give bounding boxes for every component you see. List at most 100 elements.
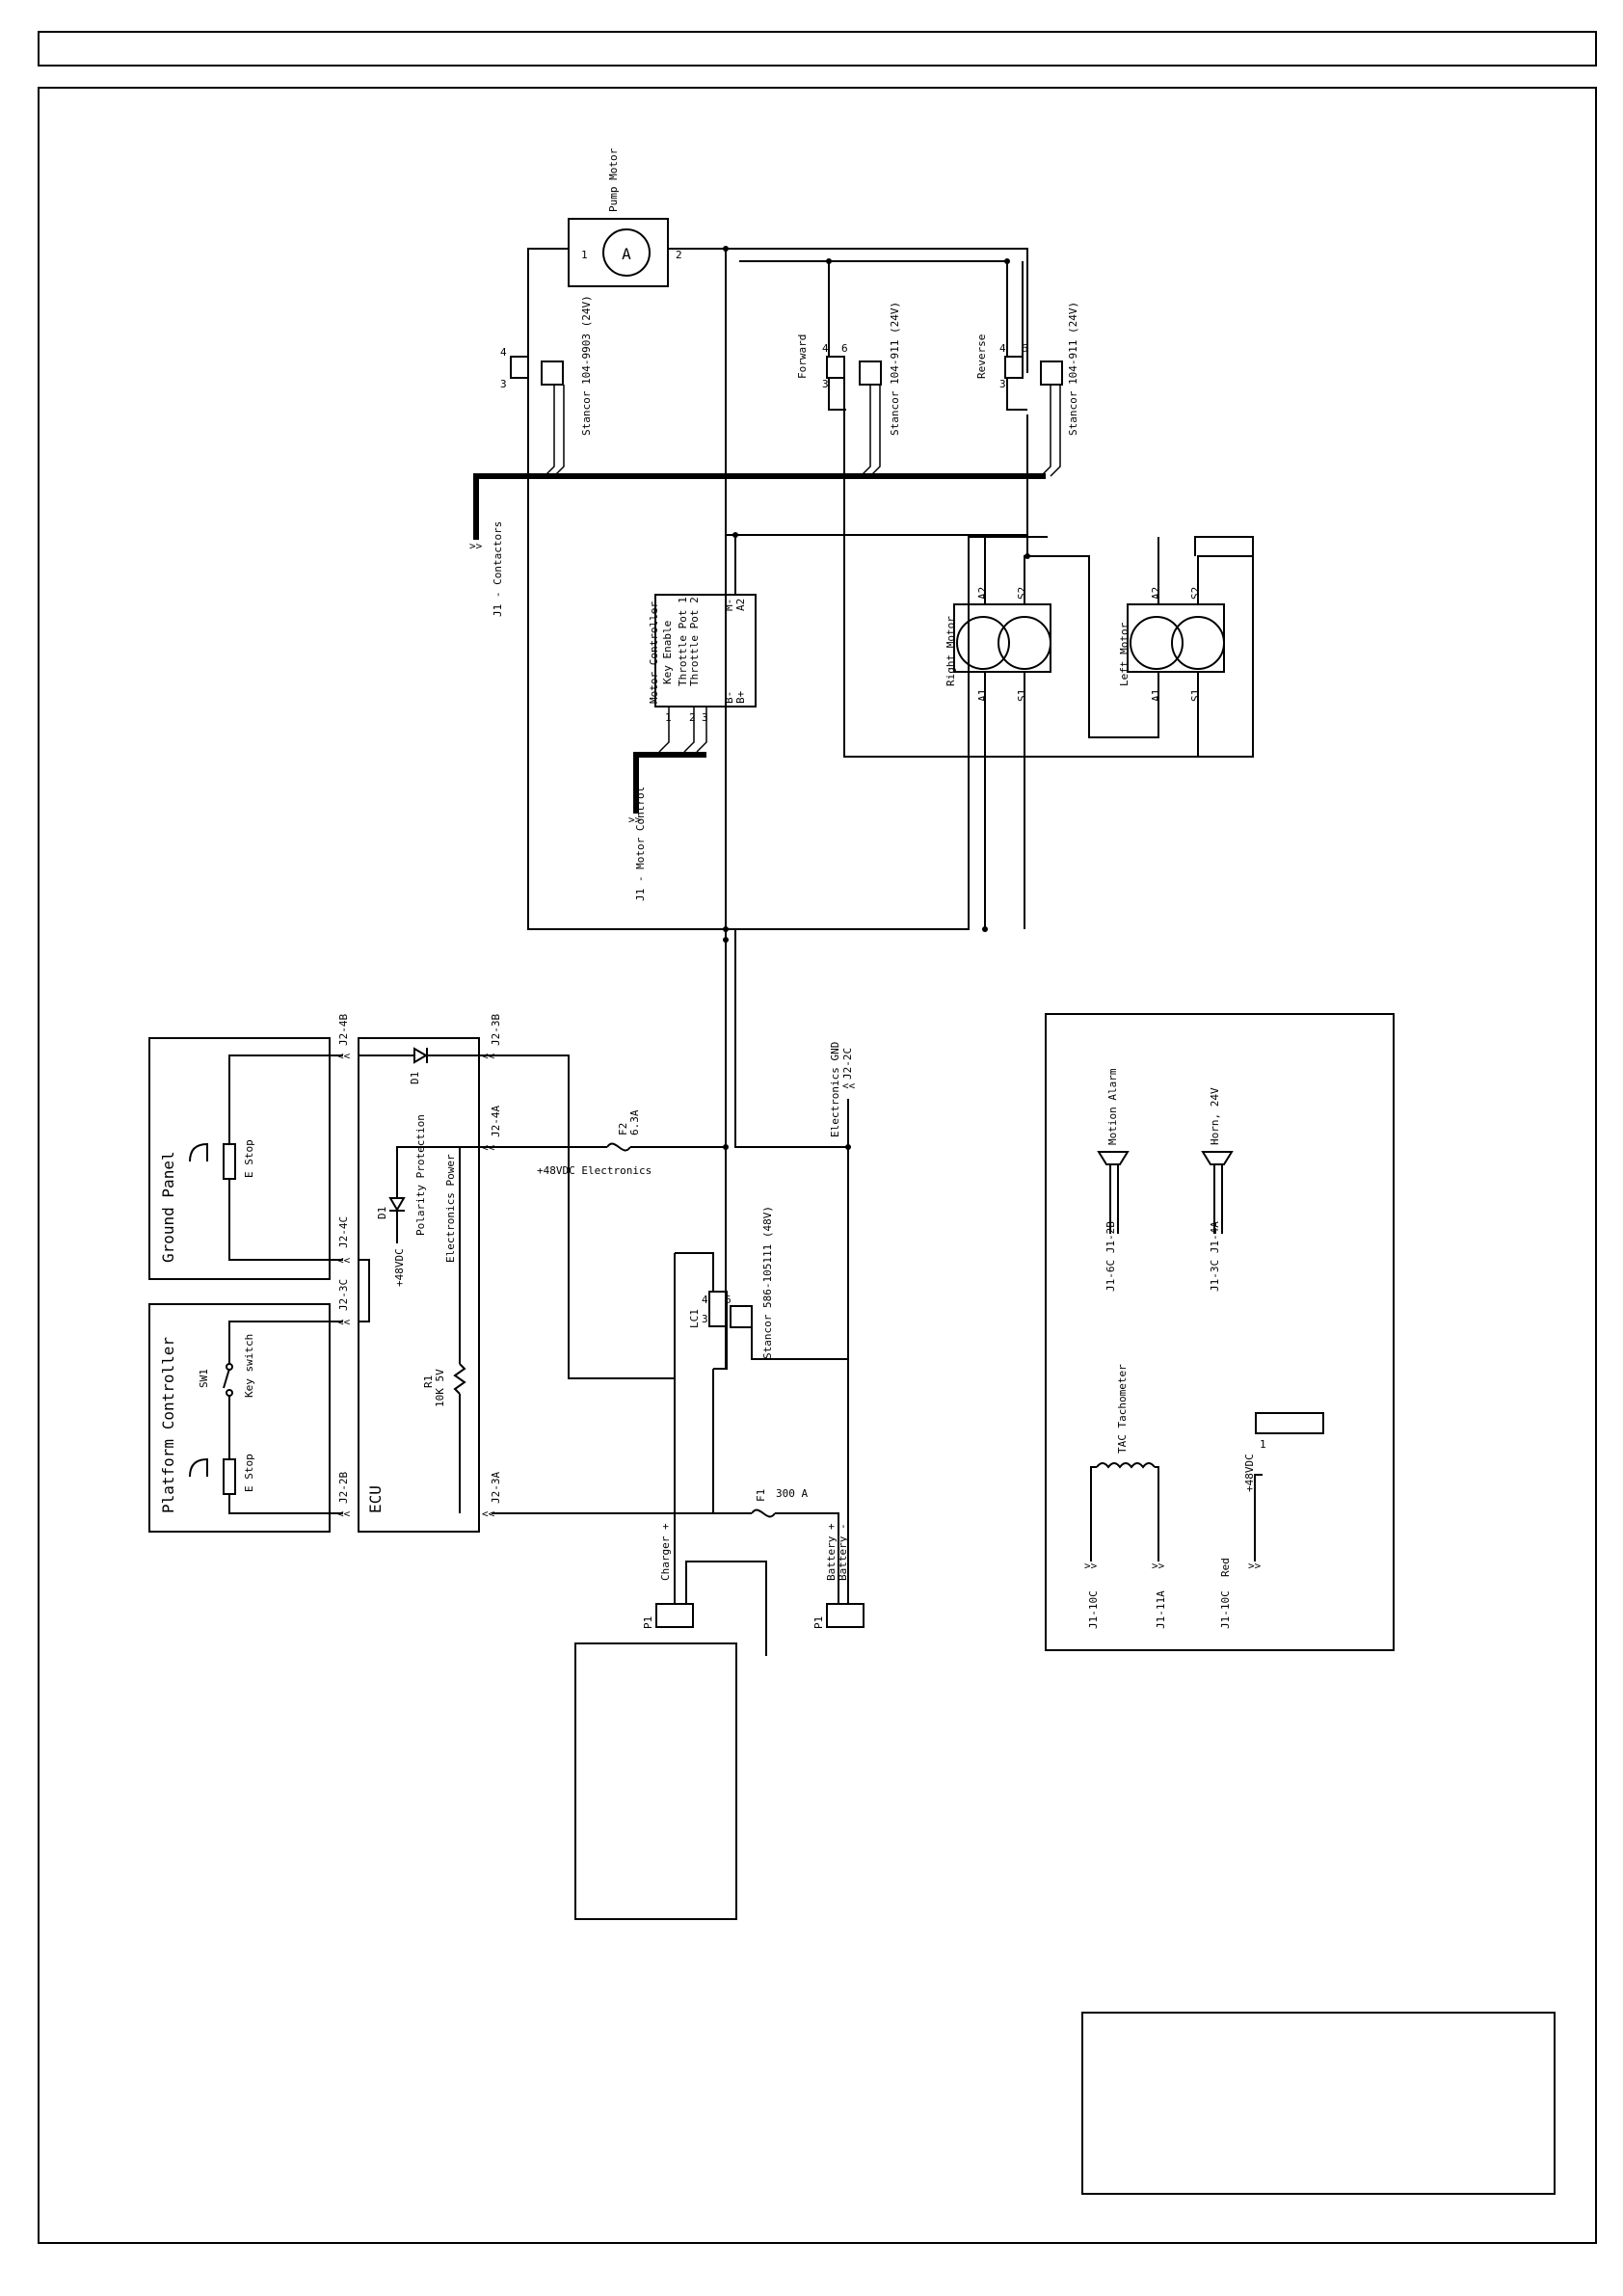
svg-text:3: 3 <box>500 378 507 390</box>
svg-text:Battery +: Battery + <box>825 1523 838 1581</box>
svg-text:>>: >> <box>1152 1560 1165 1572</box>
svg-text:>>: >> <box>1084 1560 1098 1572</box>
svg-text:1: 1 <box>581 249 588 261</box>
svg-text:6: 6 <box>725 1294 732 1306</box>
svg-text:4: 4 <box>500 346 507 359</box>
svg-text:Motion Alarm: Motion Alarm <box>1106 1068 1119 1145</box>
svg-text:<<: << <box>482 1508 495 1520</box>
svg-text:<<: << <box>842 1080 856 1092</box>
ground-panel: Ground Panel E Stop <box>148 1037 343 1280</box>
key-switch-label: Key switch <box>243 1334 255 1398</box>
main-contactor: LC1 Stancor 586-105111 (48V) 4 3 6 <box>674 1206 848 1590</box>
motor-controller-label: Motor Controller <box>648 601 660 704</box>
contactor-bus-label: J1 - Contactors <box>492 521 504 617</box>
svg-text:J2-3C: J2-3C <box>337 1279 350 1311</box>
svg-text:Horn, 24V: Horn, 24V <box>1209 1087 1221 1145</box>
svg-text:A2: A2 <box>976 587 989 600</box>
hour-meter: 1 +48VDC >> J1-10C Red <box>1219 1412 1324 1629</box>
throttle-pot-2-label: Throttle Pot 2 <box>688 597 701 686</box>
svg-text:<<: << <box>337 1050 351 1062</box>
b-plus-label: B+ <box>734 690 747 704</box>
svg-text:F2: F2 <box>617 1123 629 1135</box>
svg-text:<<: << <box>482 1141 495 1154</box>
svg-text:P1: P1 <box>642 1616 654 1629</box>
polarity-protection-label: Polarity Protection <box>414 1114 427 1236</box>
motor-controller: Motor Controller Key Enable Throttle Pot… <box>628 594 757 901</box>
svg-text:2: 2 <box>689 711 696 724</box>
svg-text:A2: A2 <box>1150 587 1162 600</box>
forward-label: Forward <box>796 334 809 379</box>
reverse-contactor-label: Stancor 104-911 (24V) <box>1067 302 1079 436</box>
charger-connector: Charger + P1 <box>642 1523 767 1656</box>
main-contactor-label: Stancor 586-105111 (48V) <box>761 1206 774 1359</box>
plus-48vdc-label: +48VDC <box>393 1248 406 1287</box>
svg-text:<<: << <box>337 1254 351 1267</box>
battery-connector: Battery + Battery - P1 <box>812 1523 865 1629</box>
key-enable-label: Key Enable <box>661 621 674 684</box>
svg-text:S1: S1 <box>1016 689 1028 702</box>
svg-text:300 A: 300 A <box>776 1487 808 1500</box>
ground-panel-label: Ground Panel <box>159 1151 177 1263</box>
svg-text:>>: >> <box>1248 1560 1262 1572</box>
svg-text:3: 3 <box>822 378 829 390</box>
svg-text:<<: << <box>337 1508 351 1520</box>
svg-text:>>: >> <box>469 540 483 552</box>
reverse-label: Reverse <box>975 334 988 379</box>
left-motor: Left Motor A2 S2 A1 S1 <box>1118 587 1225 702</box>
svg-text:LC1: LC1 <box>688 1309 701 1328</box>
svg-text:J1-11A: J1-11A <box>1155 1590 1167 1629</box>
svg-text:J2-4B: J2-4B <box>337 1014 350 1046</box>
svg-text:Electronics GND: Electronics GND <box>829 1042 841 1137</box>
r1-label: R1 <box>422 1375 435 1388</box>
pump-contactor-label: Stancor 104-9903 (24V) <box>580 295 593 436</box>
fuse-f2: F2 6.3A +48VDC Electronics <box>492 1109 726 1177</box>
svg-text:J2-2B: J2-2B <box>337 1472 350 1504</box>
svg-text:<<: << <box>337 1316 351 1328</box>
svg-text:S2: S2 <box>1189 587 1202 600</box>
r1-value: 10K 5V <box>434 1369 446 1407</box>
svg-text:2: 2 <box>676 249 682 261</box>
svg-text:4: 4 <box>702 1294 708 1306</box>
svg-text:+48VDC: +48VDC <box>1243 1454 1256 1492</box>
svg-text:A1: A1 <box>976 689 989 702</box>
forward-contactor: 4 3 6 Forward Stancor 104-911 (24V) <box>796 302 901 477</box>
svg-text:3: 3 <box>702 1313 708 1325</box>
accessories-panel: Motion Alarm J1-6C J1-2B Horn, 24V J1-3C… <box>1045 1013 1395 1651</box>
motion-alarm: Motion Alarm J1-6C J1-2B <box>1097 1068 1130 1292</box>
electronics-power-label: Electronics Power <box>444 1154 457 1263</box>
svg-text:J1-10C: J1-10C <box>1087 1590 1100 1629</box>
throttle-pot-1-label: Throttle Pot 1 <box>677 597 689 686</box>
svg-text:3: 3 <box>999 378 1006 390</box>
reverse-contactor: 4 3 6 Reverse Stancor 104-911 (24V) <box>975 302 1079 477</box>
pump-contactor: 4 3 Stancor 104-9903 (24V) <box>500 295 593 477</box>
d1-label: D1 <box>409 1072 421 1084</box>
platform-estop-label: E Stop <box>243 1454 255 1492</box>
ecu: ECU D1 D1 Polarity Protection +48VDC Ele… <box>358 1037 492 1533</box>
horn: Horn, 24V J1-3C J1-4A <box>1201 1087 1234 1292</box>
svg-text:1: 1 <box>1260 1438 1266 1451</box>
sw1-label: SW1 <box>198 1369 210 1388</box>
forward-contactor-label: Stancor 104-911 (24V) <box>889 302 901 436</box>
svg-text:6.3A: 6.3A <box>628 1109 641 1135</box>
svg-text:J1-10C: J1-10C <box>1219 1590 1232 1629</box>
drawing-border <box>38 87 1597 2244</box>
svg-text:4: 4 <box>999 342 1006 355</box>
svg-text:<<: << <box>482 1050 495 1062</box>
svg-text:J2-3B: J2-3B <box>490 1014 502 1046</box>
title-block <box>1081 2012 1556 2195</box>
fuse-f1: F1 300 A <box>492 1487 839 1590</box>
ground-estop-label: E Stop <box>243 1139 255 1178</box>
mirrored-note: +48VDC Electronics <box>537 1164 652 1177</box>
svg-text:D1: D1 <box>376 1207 388 1219</box>
platform-controller: Platform Controller E Stop SW1 Key switc… <box>148 1303 343 1533</box>
pump-motor-symbol: A <box>622 245 631 263</box>
svg-text:6: 6 <box>1022 342 1028 355</box>
platform-controller-label: Platform Controller <box>159 1337 177 1513</box>
pump-motor: A Pump Motor 1 2 <box>568 147 682 287</box>
svg-text:Charger +: Charger + <box>659 1523 672 1581</box>
ecu-label: ECU <box>366 1485 385 1513</box>
svg-text:J1-6C J1-2B: J1-6C J1-2B <box>1104 1221 1117 1292</box>
svg-text:S1: S1 <box>1189 689 1202 702</box>
contactor-harness: >> J1 - Contactors <box>469 473 1046 617</box>
